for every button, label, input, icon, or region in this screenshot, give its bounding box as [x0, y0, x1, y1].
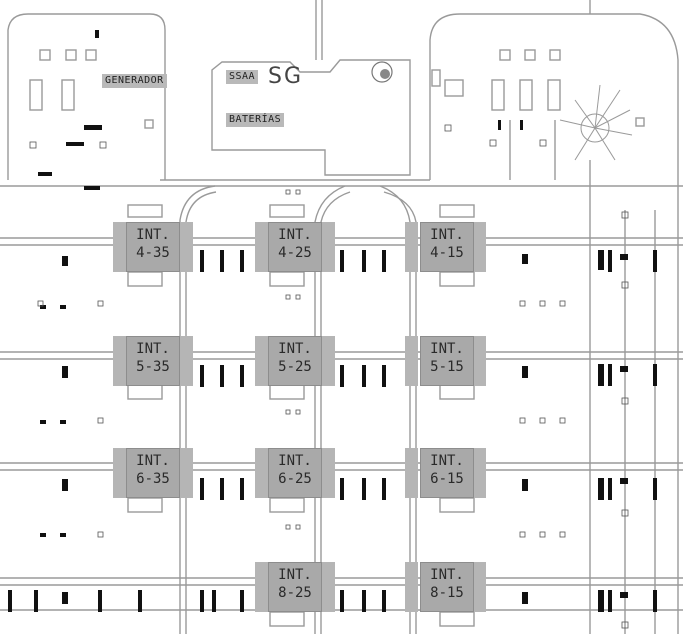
baterias-label: BATERÍAS [226, 113, 285, 127]
interruptor-8-15: INT. 8-15 [420, 562, 474, 612]
interruptor-5-15: INT. 5-15 [420, 336, 474, 386]
side-strip [322, 222, 335, 272]
side-strip [405, 562, 418, 612]
side-strip [405, 448, 418, 498]
side-strip [180, 222, 193, 272]
interruptor-6-25: INT. 6-25 [268, 448, 322, 498]
side-strip [255, 448, 268, 498]
side-strip [255, 222, 268, 272]
side-strip [255, 336, 268, 386]
interruptor-title: INT. [136, 227, 170, 243]
interruptor-code: 5-35 [136, 359, 170, 375]
interruptor-code: 4-25 [278, 245, 312, 261]
interruptor-title: INT. [430, 567, 464, 583]
interruptor-code: 5-15 [430, 359, 464, 375]
side-strip [322, 336, 335, 386]
interruptor-code: 8-15 [430, 585, 464, 601]
interruptor-title: INT. [278, 227, 312, 243]
side-strip [113, 336, 126, 386]
side-strip [180, 336, 193, 386]
interruptor-code: 8-25 [278, 585, 312, 601]
side-strip [255, 562, 268, 612]
side-strip [473, 562, 486, 612]
interruptor-8-25: INT. 8-25 [268, 562, 322, 612]
interruptor-4-35: INT. 4-35 [126, 222, 180, 272]
side-strip [473, 222, 486, 272]
interruptor-code: 4-15 [430, 245, 464, 261]
interruptor-title: INT. [278, 453, 312, 469]
interruptor-6-35: INT. 6-35 [126, 448, 180, 498]
side-strip [113, 222, 126, 272]
interruptor-4-25: INT. 4-25 [268, 222, 322, 272]
interruptor-6-15: INT. 6-15 [420, 448, 474, 498]
interruptor-code: 4-35 [136, 245, 170, 261]
interruptor-5-35: INT. 5-35 [126, 336, 180, 386]
interruptor-title: INT. [430, 227, 464, 243]
ssaa-label: SSAA [226, 70, 259, 84]
interruptor-code: 5-25 [278, 359, 312, 375]
side-strip [473, 448, 486, 498]
interruptor-code: 6-25 [278, 471, 312, 487]
side-strip [405, 336, 418, 386]
interruptor-5-25: INT. 5-25 [268, 336, 322, 386]
interruptor-title: INT. [278, 567, 312, 583]
interruptor-code: 6-15 [430, 471, 464, 487]
interruptor-code: 6-35 [136, 471, 170, 487]
side-strip [473, 336, 486, 386]
side-strip [180, 448, 193, 498]
interruptor-4-15: INT. 4-15 [420, 222, 474, 272]
sg-label: SG [268, 64, 304, 89]
side-strip [113, 448, 126, 498]
side-strip [322, 448, 335, 498]
generador-label: GENERADOR [102, 74, 167, 88]
interruptor-title: INT. [136, 341, 170, 357]
interruptor-title: INT. [430, 341, 464, 357]
side-strip [405, 222, 418, 272]
side-strip [322, 562, 335, 612]
interruptor-title: INT. [430, 453, 464, 469]
interruptor-title: INT. [278, 341, 312, 357]
interruptor-title: INT. [136, 453, 170, 469]
